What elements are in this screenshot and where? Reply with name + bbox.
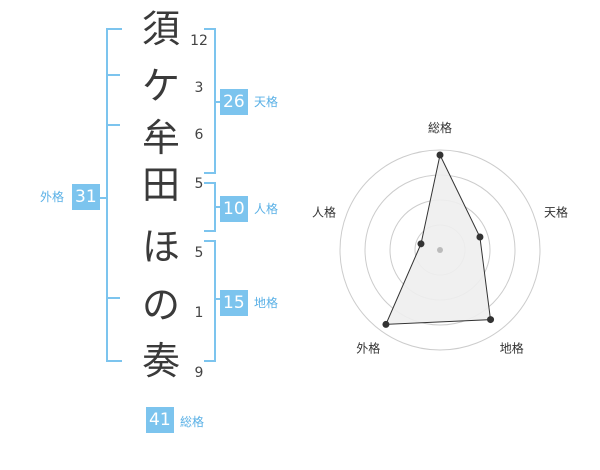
name-char-7: 奏 (141, 339, 180, 383)
stroke-count-2: 3 (194, 80, 204, 96)
radar-axis-label-2: 天格 (544, 204, 568, 219)
tenkaku-label: 天格 (254, 95, 279, 109)
gaikaku-bracket (106, 28, 122, 362)
chikaku-badge: 15 (220, 290, 248, 316)
radar-axis-label-1: 総格 (428, 120, 452, 135)
name-char-1: 須 (141, 7, 180, 51)
soukaku-badge: 41 (146, 407, 174, 433)
radar-center-dot (437, 247, 443, 253)
jinkaku-badge: 10 (220, 196, 248, 222)
radar-axis-label-5: 人格 (312, 204, 336, 219)
jinkaku-label: 人格 (254, 202, 279, 216)
radar-axis-label-4: 外格 (356, 341, 380, 356)
chikaku-bracket-tick (214, 298, 220, 300)
name-char-5: ほ (141, 225, 180, 269)
chikaku-bracket (204, 240, 216, 362)
radar-point-5 (417, 240, 425, 248)
radar-point-3 (487, 316, 495, 324)
radar-score-polygon (385, 153, 492, 325)
stroke-count-1: 12 (190, 33, 208, 49)
chikaku-label: 地格 (254, 296, 279, 310)
name-char-6: の (141, 283, 180, 327)
stroke-count-4: 5 (194, 176, 204, 192)
stroke-count-3: 6 (194, 127, 204, 143)
radar-axis-label-3: 地格 (500, 341, 524, 356)
stroke-count-5: 5 (194, 245, 204, 261)
gaikaku-label: 外格 (40, 190, 65, 204)
radar-grid-ring-4 (339, 149, 541, 351)
name-char-3: 牟 (141, 116, 180, 160)
gaikaku-badge: 31 (72, 184, 100, 210)
name-char-2: ケ (141, 64, 180, 108)
soukaku-label: 総格 (180, 415, 205, 429)
radar-point-1 (436, 151, 444, 159)
left-divider-2 (106, 124, 120, 126)
stroke-count-7: 9 (194, 365, 204, 381)
tenkaku-badge: 26 (220, 89, 248, 115)
left-divider-3 (106, 297, 120, 299)
stroke-count-6: 1 (194, 305, 204, 321)
jinkaku-bracket-tick (214, 206, 220, 208)
radar-point-2 (476, 233, 484, 241)
left-divider-1 (106, 74, 120, 76)
gaikaku-bracket-tick (100, 197, 108, 199)
name-char-4: 田 (141, 163, 180, 207)
tenkaku-bracket-tick (214, 101, 220, 103)
radar-point-4 (382, 320, 390, 328)
